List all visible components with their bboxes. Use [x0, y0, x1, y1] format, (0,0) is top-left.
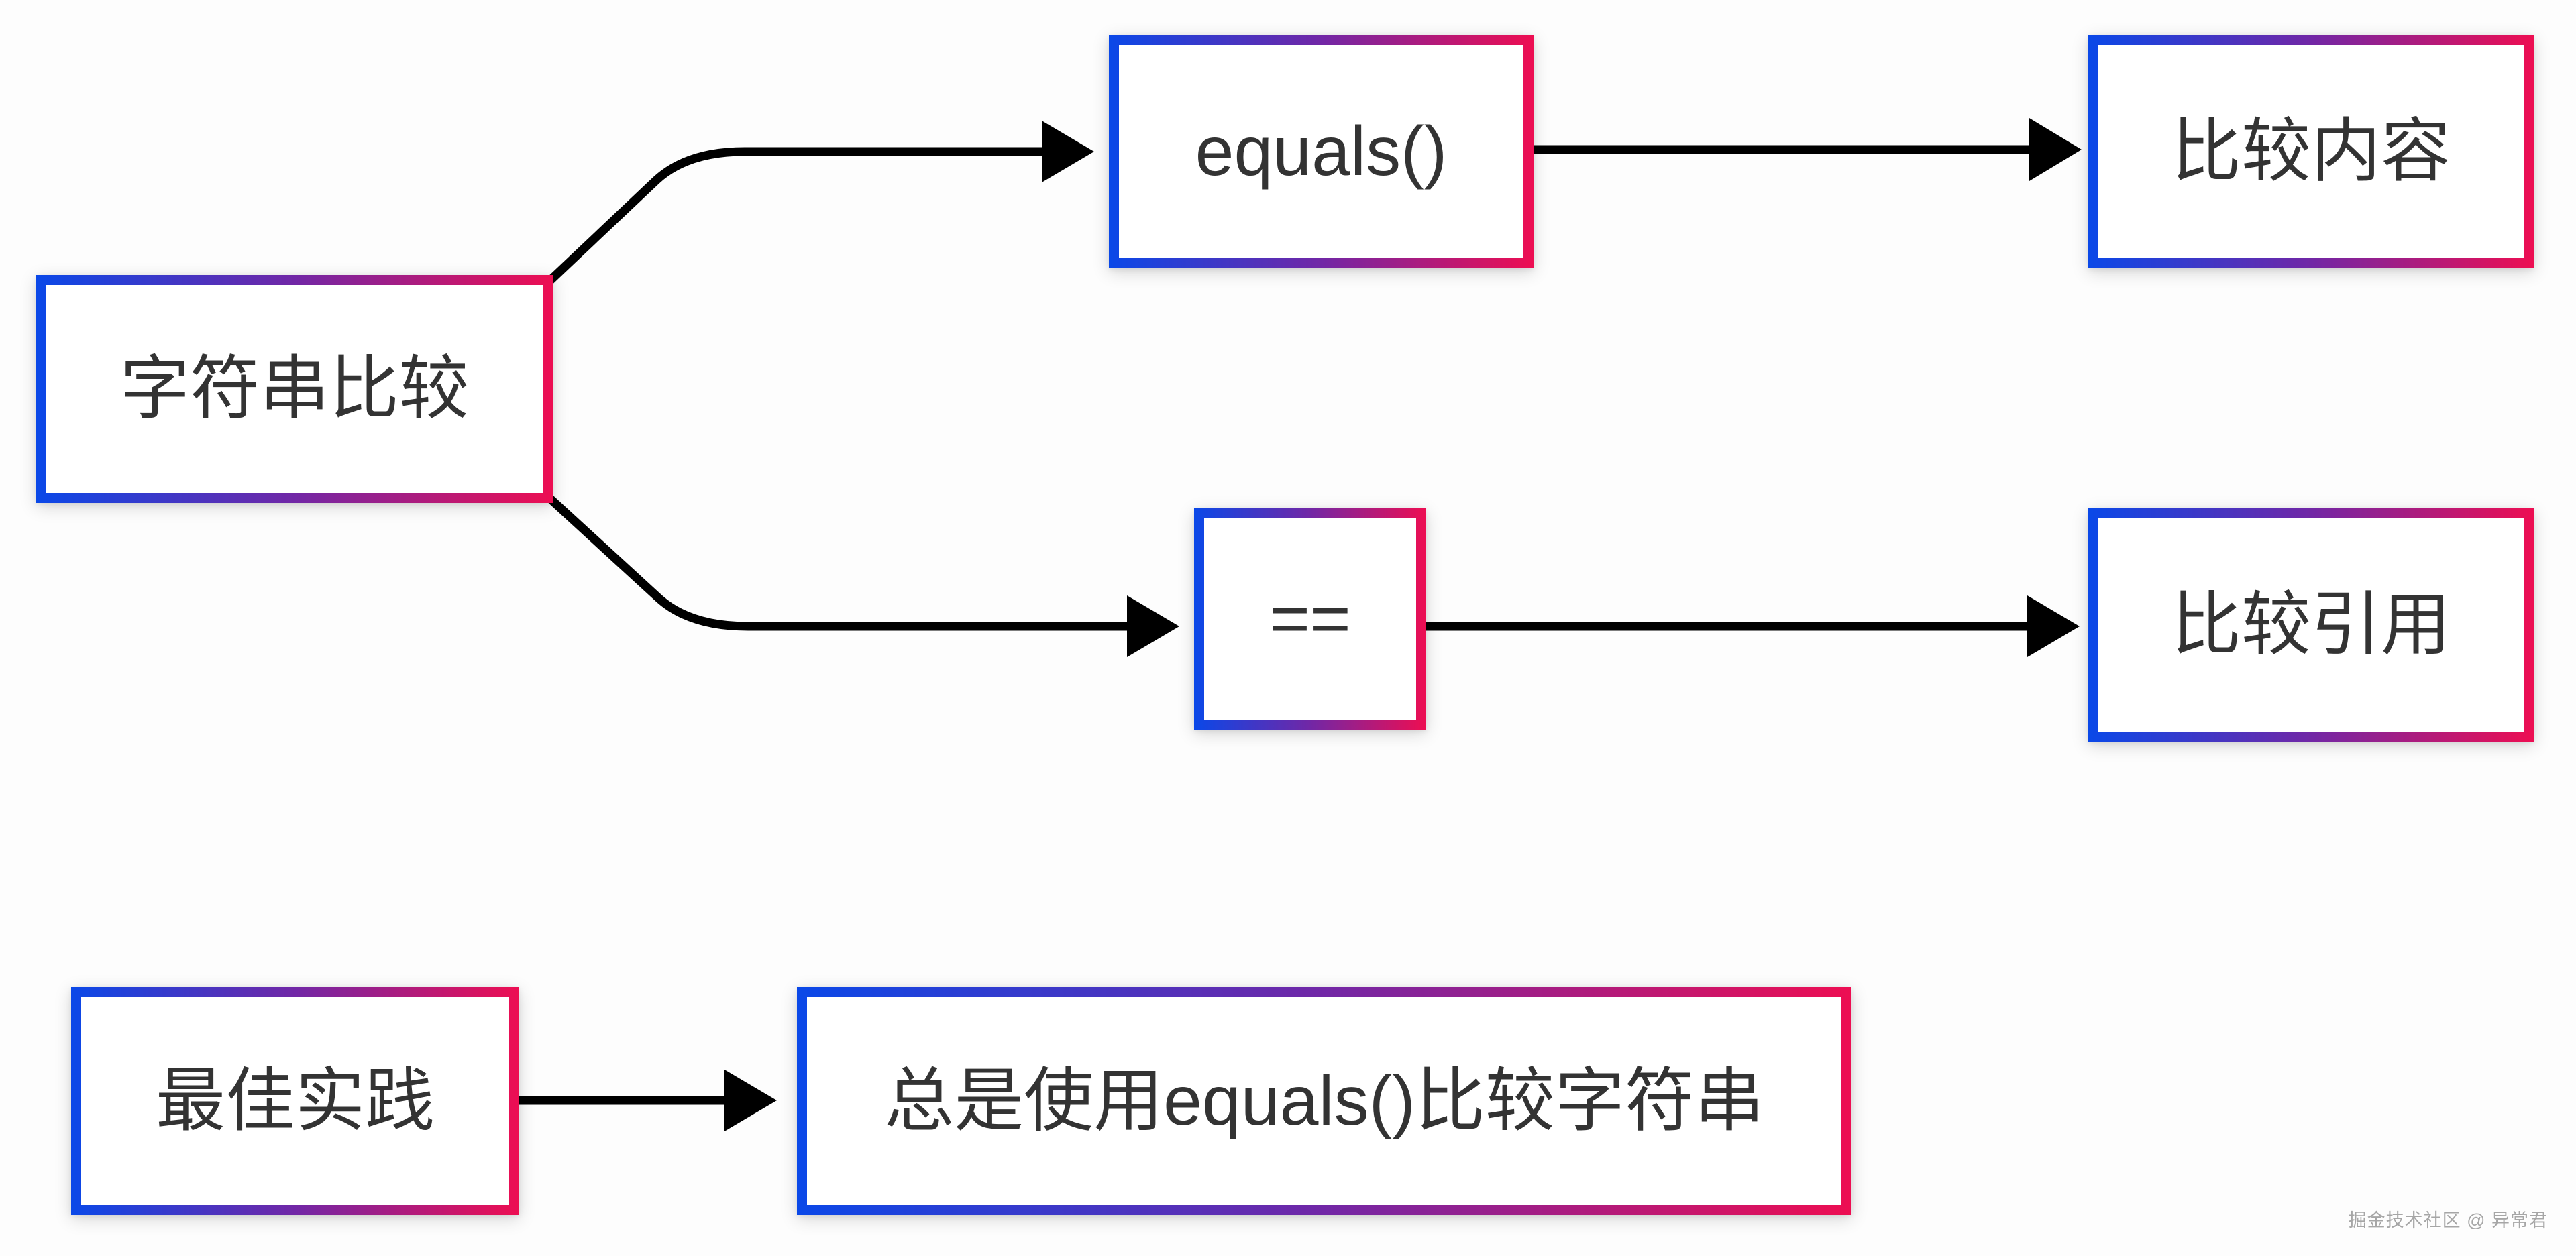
- node-label: equals(): [1195, 113, 1448, 190]
- node-label: 总是使用equals()比较字符串: [884, 1062, 1764, 1140]
- node-best-practice: 最佳实践: [71, 987, 519, 1215]
- node-label: 比较引用: [2171, 586, 2451, 664]
- edge-arrowhead-icon: [2027, 595, 2080, 657]
- edge-arrowhead-icon: [2029, 118, 2082, 181]
- node-label: 最佳实践: [155, 1062, 435, 1140]
- edge-equals-content: [1531, 118, 2082, 181]
- node-compare-reference: 比较引用: [2088, 508, 2534, 742]
- node-label: 比较内容: [2171, 113, 2451, 190]
- node-best-practice-advice: 总是使用equals()比较字符串: [797, 987, 1851, 1215]
- node-label: 字符串比较: [119, 350, 469, 428]
- edge-eqop-reference: [1425, 595, 2080, 657]
- edge-root-eqop: [543, 492, 1179, 657]
- node-equals-method: equals(): [1109, 35, 1534, 268]
- edge-best-advice: [518, 1070, 777, 1131]
- edge-line: [543, 147, 1044, 288]
- node-label: ==: [1269, 580, 1351, 658]
- watermark: 掘金技术社区 @ 异常君: [2348, 1210, 2548, 1231]
- node-compare-content: 比较内容: [2088, 35, 2534, 268]
- edge-line: [543, 492, 1129, 631]
- edge-root-equals: [543, 121, 1094, 288]
- edge-arrowhead-icon: [1127, 595, 1179, 657]
- node-equality-operator: ==: [1194, 508, 1426, 730]
- edge-arrowhead-icon: [724, 1070, 777, 1131]
- edge-arrowhead-icon: [1042, 121, 1094, 182]
- node-string-comparison: 字符串比较: [36, 275, 553, 503]
